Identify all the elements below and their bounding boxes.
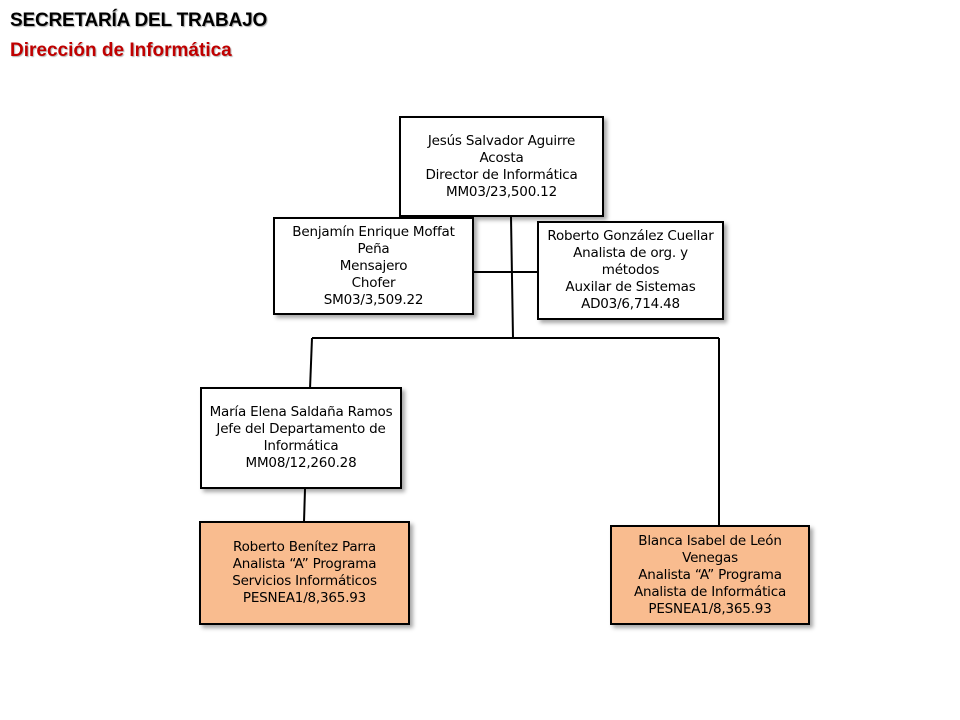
- director-role: Director de Informática: [425, 166, 578, 183]
- analyst-informatics-box[interactable]: Blanca Isabel de León Venegas Analista “…: [610, 525, 810, 625]
- director-name-1: Jesús Salvador Aguirre: [427, 132, 576, 149]
- analyst-org-role-3: Auxilar de Sistemas: [565, 279, 696, 295]
- messenger-box[interactable]: Benjamín Enrique Moffat Peña Mensajero C…: [273, 217, 474, 315]
- director-code: MM03/23,500.12: [446, 183, 557, 200]
- dept-head-box[interactable]: María Elena Saldaña Ramos Jefe del Depar…: [200, 387, 402, 489]
- dept-head-role-1: Jefe del Departamento de: [216, 421, 386, 437]
- analyst-org-box[interactable]: Roberto González Cuellar Analista de org…: [537, 221, 724, 320]
- analyst-org-name: Roberto González Cuellar: [547, 228, 714, 244]
- analyst-org-role-1: Analista de org. y: [573, 245, 688, 261]
- messenger-code: SM03/3,509.22: [323, 291, 424, 308]
- analyst-services-role-2: Servicios Informáticos: [232, 573, 377, 589]
- connector-director-trunk: [510, 216, 514, 339]
- connector-to-analyst-services: [303, 488, 306, 523]
- connector-to-dept-head: [309, 337, 313, 390]
- analyst-org-code: AD03/6,714.48: [581, 296, 680, 312]
- analyst-informatics-role-1: Analista “A” Programa: [638, 566, 782, 583]
- analyst-informatics-name-2: Venegas: [682, 549, 738, 566]
- dept-head-name: María Elena Saldaña Ramos: [209, 404, 393, 420]
- director-box[interactable]: Jesús Salvador Aguirre Acosta Director d…: [399, 116, 604, 217]
- analyst-services-code: PESNEA1/8,365.93: [242, 590, 367, 606]
- analyst-org-role-2: métodos: [601, 262, 660, 278]
- messenger-name-2: Peña: [357, 240, 390, 257]
- messenger-name-1: Benjamín Enrique Moffat: [292, 223, 455, 240]
- analyst-services-role-1: Analista “A” Programa: [232, 556, 377, 572]
- analyst-services-name: Roberto Benítez Parra: [233, 539, 376, 555]
- director-name-2: Acosta: [479, 149, 524, 166]
- dept-head-role-2: Informática: [263, 438, 339, 454]
- analyst-informatics-code: PESNEA1/8,365.93: [648, 600, 772, 617]
- page-subtitle: Dirección de Informática: [10, 40, 232, 61]
- page-title: SECRETARÍA DEL TRABAJO: [10, 10, 268, 31]
- analyst-services-box[interactable]: Roberto Benítez Parra Analista “A” Progr…: [199, 521, 410, 625]
- analyst-informatics-name-1: Blanca Isabel de León: [638, 532, 782, 549]
- messenger-role-1: Mensajero: [339, 257, 408, 274]
- messenger-role-2: Chofer: [351, 274, 396, 291]
- dept-head-code: MM08/12,260.28: [245, 455, 357, 471]
- analyst-informatics-role-2: Analista de Informática: [633, 583, 787, 600]
